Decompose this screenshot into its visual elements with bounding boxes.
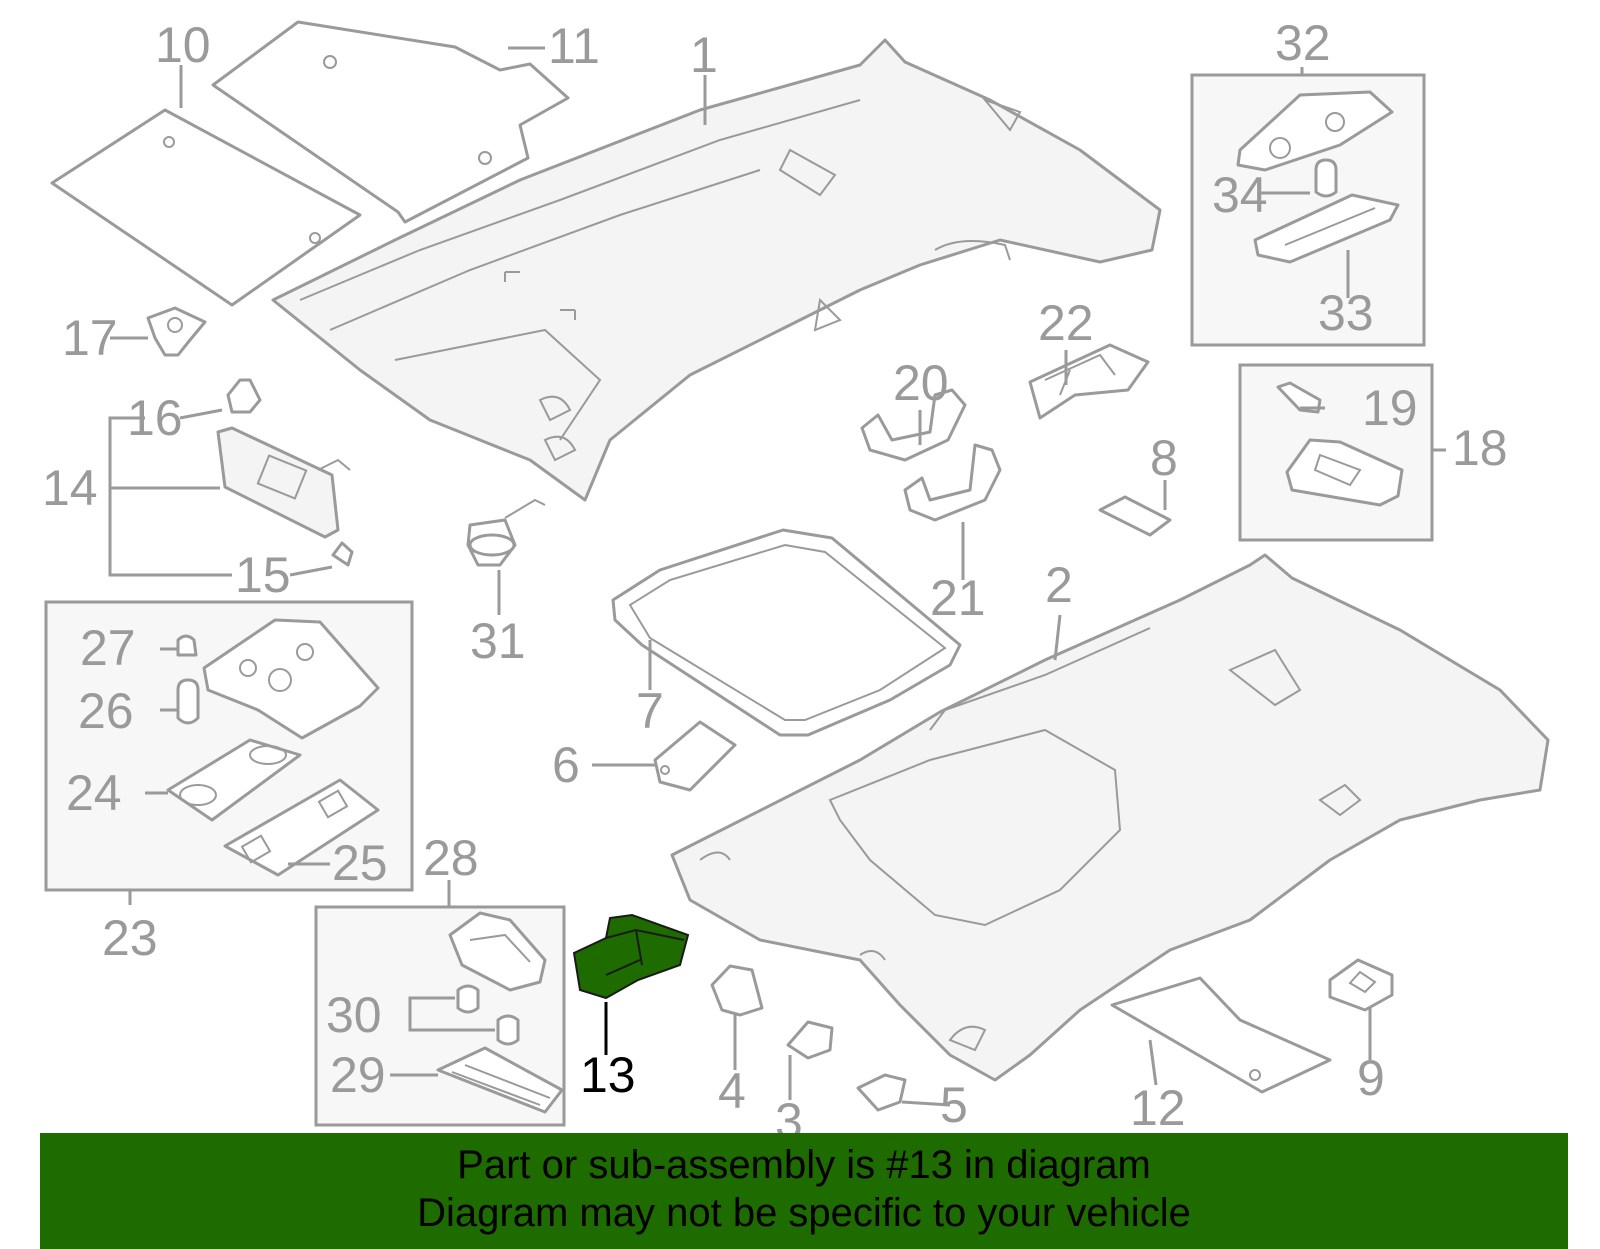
callout-28: 28 [423, 830, 479, 886]
part-30-bulb-b [496, 1014, 520, 1046]
callout-17: 17 [62, 310, 118, 366]
part-25-lens [223, 778, 380, 877]
callout-24: 24 [66, 765, 122, 821]
part-21-grab-handle [903, 443, 1002, 522]
part-5-clip [856, 1073, 907, 1112]
part-26-bulb [176, 678, 200, 725]
part-16-clip [226, 378, 262, 414]
leader-lines [108, 46, 1446, 1107]
callout-15: 15 [235, 547, 291, 603]
part-3-clip [786, 1020, 834, 1060]
banner-line-1: Part or sub-assembly is #13 in diagram [457, 1143, 1151, 1187]
part-13-highlighted [572, 913, 690, 1000]
callout-27: 27 [80, 620, 136, 676]
part-24-lens [166, 738, 302, 822]
callout-14: 14 [42, 460, 98, 516]
part-2-headliner [670, 553, 1550, 1082]
callout-18: 18 [1452, 420, 1508, 476]
part-12-pad [1110, 976, 1332, 1094]
callout-16: 16 [127, 390, 183, 446]
callout-13: 13 [580, 1047, 636, 1103]
callout-12: 12 [1130, 1080, 1186, 1136]
part-19-bulb [1276, 381, 1322, 414]
callout-1: 1 [690, 27, 718, 83]
part-28-lamp [448, 911, 547, 992]
part-22-bracket [1028, 343, 1150, 420]
part-6-pad [653, 720, 737, 792]
callout-32: 32 [1275, 15, 1331, 71]
callout-9: 9 [1357, 1050, 1385, 1106]
part-11-pad [211, 20, 570, 224]
callout-2: 2 [1045, 557, 1073, 613]
part-20-grab-handle [860, 388, 967, 462]
callout-19: 19 [1362, 380, 1418, 436]
callout-25: 25 [332, 835, 388, 891]
callout-10: 10 [155, 17, 211, 73]
callout-4: 4 [718, 1063, 746, 1119]
part-29-lens [436, 1046, 564, 1114]
callout-8: 8 [1150, 430, 1178, 486]
part-34-bulb [1314, 158, 1338, 198]
part-15-clip [331, 541, 354, 567]
banner-line-2: Diagram may not be specific to your vehi… [417, 1191, 1191, 1235]
callout-20: 20 [893, 355, 949, 411]
callout-30: 30 [326, 987, 382, 1043]
part-1-headliner [271, 38, 1162, 502]
callout-11: 11 [548, 18, 600, 74]
callout-31: 31 [470, 613, 526, 669]
callout-6: 6 [552, 737, 580, 793]
part-18-lamp [1285, 438, 1404, 507]
part-4-clip [710, 964, 764, 1017]
callout-5: 5 [940, 1077, 968, 1133]
part-7-seal [611, 528, 962, 737]
callout-33: 33 [1318, 285, 1374, 341]
callout-22: 22 [1038, 295, 1094, 351]
callout-26: 26 [78, 683, 134, 739]
callout-7: 7 [636, 683, 664, 739]
callout-23: 23 [102, 910, 158, 966]
callout-labels: 10 11 1 32 34 33 17 22 20 19 18 16 14 8 … [42, 15, 1508, 1149]
part-31-lamp [466, 498, 546, 567]
part-10-pad [50, 108, 362, 307]
info-banner: Part or sub-assembly is #13 in diagram D… [40, 1133, 1568, 1249]
callout-34: 34 [1212, 167, 1268, 223]
part-32-console [1236, 90, 1394, 172]
part-8-cover [1098, 495, 1172, 537]
part-9-bracket [1328, 958, 1394, 1012]
part-30-bulb-a [456, 984, 480, 1014]
callout-29: 29 [330, 1047, 386, 1103]
part-14-sun-visor [216, 426, 340, 539]
part-27-cap [176, 634, 198, 657]
callout-21: 21 [930, 570, 986, 626]
